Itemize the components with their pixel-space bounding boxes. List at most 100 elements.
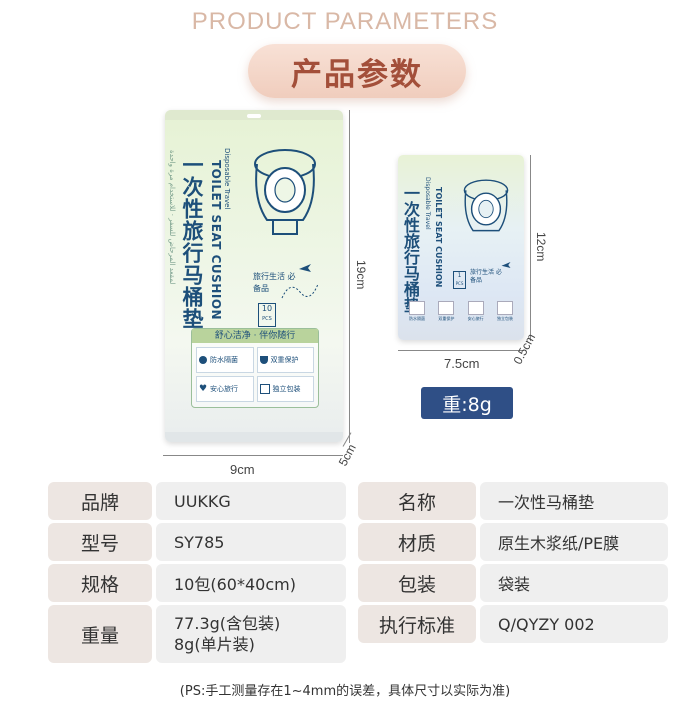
pcs-unit: PCS xyxy=(262,316,272,322)
param-label-model: 型号 xyxy=(48,523,152,561)
small-height-label: 12cm xyxy=(534,232,548,262)
chinese-title-pill: 产品参数 xyxy=(248,44,466,98)
small-feature-label: 防水隔菌 xyxy=(409,316,425,321)
big-depth-label: 5cm xyxy=(335,441,359,469)
small-brand-small-en: Disposable Travel xyxy=(424,177,431,230)
small-toilet-seat-icon xyxy=(463,179,509,232)
small-pcs-badge: 1 PCS xyxy=(453,271,466,289)
param-label-text: 材质 xyxy=(397,532,436,555)
airplane-icon xyxy=(299,264,311,272)
param-label-text: 品牌 xyxy=(80,491,119,514)
small-width-label: 7.5cm xyxy=(444,356,480,371)
feature-item: 独立包装 xyxy=(256,376,314,402)
param-label-text: 规格 xyxy=(80,573,119,596)
package-icon xyxy=(259,384,270,394)
param-value-spec: 10包(60*40cm) xyxy=(156,564,346,602)
width-dimension-line xyxy=(163,455,343,456)
param-value-text: 原生木浆纸/PE膜 xyxy=(498,534,620,553)
slogan: 旅行生活 必备品 xyxy=(253,272,296,293)
param-value-text: Q/QYZY 002 xyxy=(498,614,595,634)
small-width-dimension-line xyxy=(398,350,524,351)
pcs-count: 10 xyxy=(261,304,273,313)
big-width-label: 9cm xyxy=(230,462,255,477)
param-value-text: UUKKG xyxy=(174,491,231,511)
weight-with-packaging: 77.3g(含包装) xyxy=(174,614,281,633)
measurement-note: (PS:手工测量存在1~4mm的误差，具体尺寸以实际为准) xyxy=(179,684,511,699)
toilet-seat-icon xyxy=(254,149,316,235)
small-feature-item: 双重保护 xyxy=(433,301,459,322)
small-feature-item: 安心旅行 xyxy=(463,301,489,322)
weight-label: 重:8g xyxy=(442,393,492,416)
feature-box: 舒心洁净 · 伴你随行 防水隔菌 双重保护 ♥安心旅行 独立包装 xyxy=(191,328,319,408)
param-label-spec: 规格 xyxy=(48,564,152,602)
param-label-text: 包装 xyxy=(397,573,436,596)
param-value-material: 原生木浆纸/PE膜 xyxy=(480,523,668,561)
param-value-weight-lines: 77.3g(含包装) 8g(单片装) xyxy=(174,613,280,655)
brand-small-en: Disposable Travel xyxy=(223,148,231,210)
param-value-text: SY785 xyxy=(174,532,225,552)
small-feature-label: 双重保护 xyxy=(438,316,455,321)
weight-badge: 重:8g xyxy=(421,387,513,419)
param-label-packaging: 包装 xyxy=(358,564,476,602)
feature-item: 双重保护 xyxy=(256,347,314,373)
small-airplane-icon xyxy=(501,262,511,268)
arabic-text: لمقعد المرحاض للسفر · للاستخدام مرة واحد… xyxy=(168,150,176,285)
param-value-weight: 77.3g(含包装) 8g(单片装) xyxy=(156,605,346,663)
feature-label: 双重保护 xyxy=(270,356,299,364)
param-value-text: 10包(60*40cm) xyxy=(174,575,296,594)
shield-icon xyxy=(259,356,268,364)
feature-label: 安心旅行 xyxy=(210,385,238,393)
small-brand-vertical-en: TOILET SEAT CUSHION xyxy=(434,187,443,288)
pcs-badge: 10 PCS xyxy=(258,303,276,327)
brand-vertical-cn: 一次性旅行马桶垫 xyxy=(180,154,204,330)
shield-icon xyxy=(438,301,455,315)
small-pcs-count: 1 xyxy=(457,272,462,279)
package-icon xyxy=(496,301,513,315)
weight-single: 8g(单片装) xyxy=(174,635,255,654)
feature-banner: 舒心洁净 · 伴你随行 xyxy=(192,329,318,343)
small-feature-item: 独立包装 xyxy=(492,301,518,322)
param-label-material: 材质 xyxy=(358,523,476,561)
small-feature-item: 防水隔菌 xyxy=(404,301,430,322)
drop-icon xyxy=(409,301,425,315)
height-dimension-line xyxy=(349,110,350,443)
param-label-brand: 品牌 xyxy=(48,482,152,520)
small-height-dimension-line xyxy=(530,155,531,341)
param-value-packaging: 袋装 xyxy=(480,564,668,602)
param-label-text: 名称 xyxy=(397,491,436,514)
param-value-model: SY785 xyxy=(156,523,346,561)
param-label-text: 型号 xyxy=(80,532,119,555)
feature-item: 防水隔菌 xyxy=(196,347,254,373)
route-path-icon xyxy=(281,283,319,299)
package-seal-bottom xyxy=(165,432,343,442)
big-package-image: لمقعد المرحاض للسفر · للاستخدام مرة واحد… xyxy=(165,110,343,442)
param-label-text: 重量 xyxy=(80,624,119,647)
small-feature-label: 独立包装 xyxy=(496,316,513,321)
small-pcs-unit: PCS xyxy=(455,281,464,286)
param-value-name: 一次性马桶垫 xyxy=(480,482,668,520)
heart-icon xyxy=(467,301,484,315)
param-value-brand: UUKKG xyxy=(156,482,346,520)
feature-label: 独立包装 xyxy=(272,385,301,393)
small-feature-label: 安心旅行 xyxy=(467,316,484,321)
big-height-label: 19cm xyxy=(354,260,368,290)
param-value-standard: Q/QYZY 002 xyxy=(480,605,668,643)
small-brand-vertical-cn: 一次性旅行马桶垫 xyxy=(401,185,420,313)
param-value-text: 袋装 xyxy=(498,575,531,594)
small-slogan: 旅行生活 必备品 xyxy=(470,269,502,284)
chinese-title: 产品参数 xyxy=(291,56,423,93)
drop-icon xyxy=(199,356,207,364)
brand-vertical-en: TOILET SEAT CUSHION xyxy=(209,160,223,321)
param-label-standard: 执行标准 xyxy=(358,605,476,643)
heart-icon: ♥ xyxy=(199,384,208,394)
param-label-name: 名称 xyxy=(358,482,476,520)
hang-hole xyxy=(247,114,261,118)
small-package-image: 一次性旅行马桶垫 Disposable Travel TOILET SEAT C… xyxy=(398,155,524,340)
small-feature-row: 防水隔菌 双重保护 安心旅行 独立包装 xyxy=(404,301,518,322)
param-label-text: 执行标准 xyxy=(378,614,455,637)
english-title: PRODUCT PARAMETERS xyxy=(191,8,499,35)
feature-item: ♥安心旅行 xyxy=(196,376,254,402)
param-value-text: 一次性马桶垫 xyxy=(498,493,595,512)
feature-label: 防水隔菌 xyxy=(210,356,238,364)
param-label-weight: 重量 xyxy=(48,605,152,663)
